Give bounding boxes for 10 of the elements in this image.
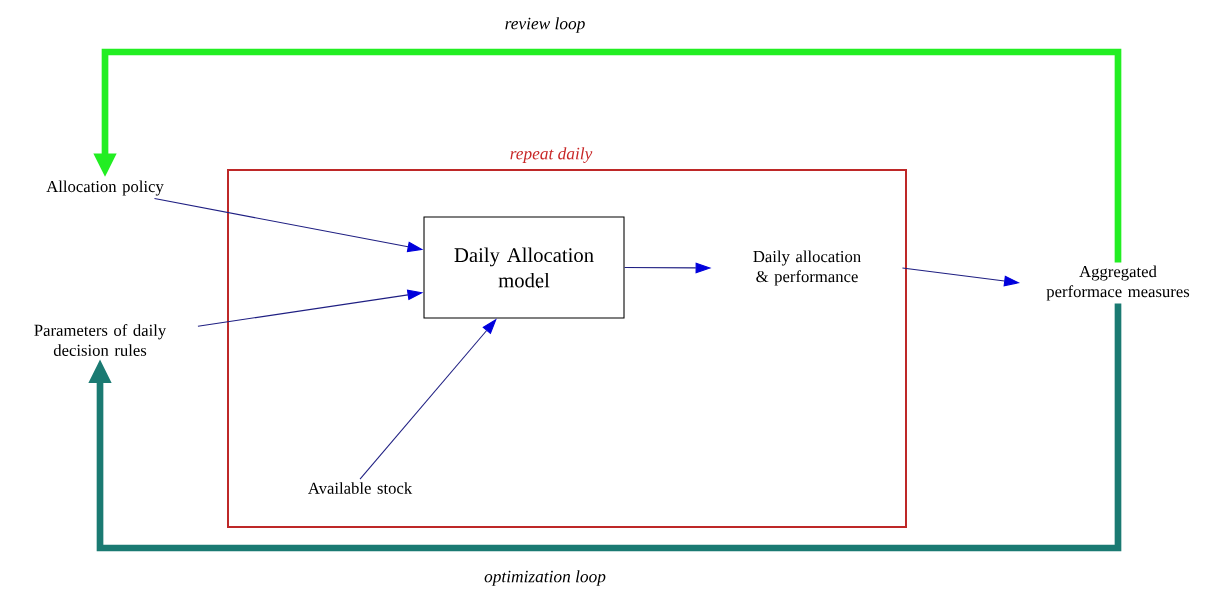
node-label: Aggregated performace measures [1046,265,1190,301]
node-label: Allocation policy [46,180,164,196]
edge-label: review loop [503,15,587,35]
node-label: Available stock [308,482,413,494]
node-label: Daily allocation & performance [753,250,861,286]
process-box: Daily Allocation model [423,216,625,319]
node-label: repeat daily [510,147,593,163]
node-label: Parameters of daily decision rules [34,324,167,356]
loop-arrow [88,303,1122,552]
edge-label: optimization loop [482,568,608,588]
